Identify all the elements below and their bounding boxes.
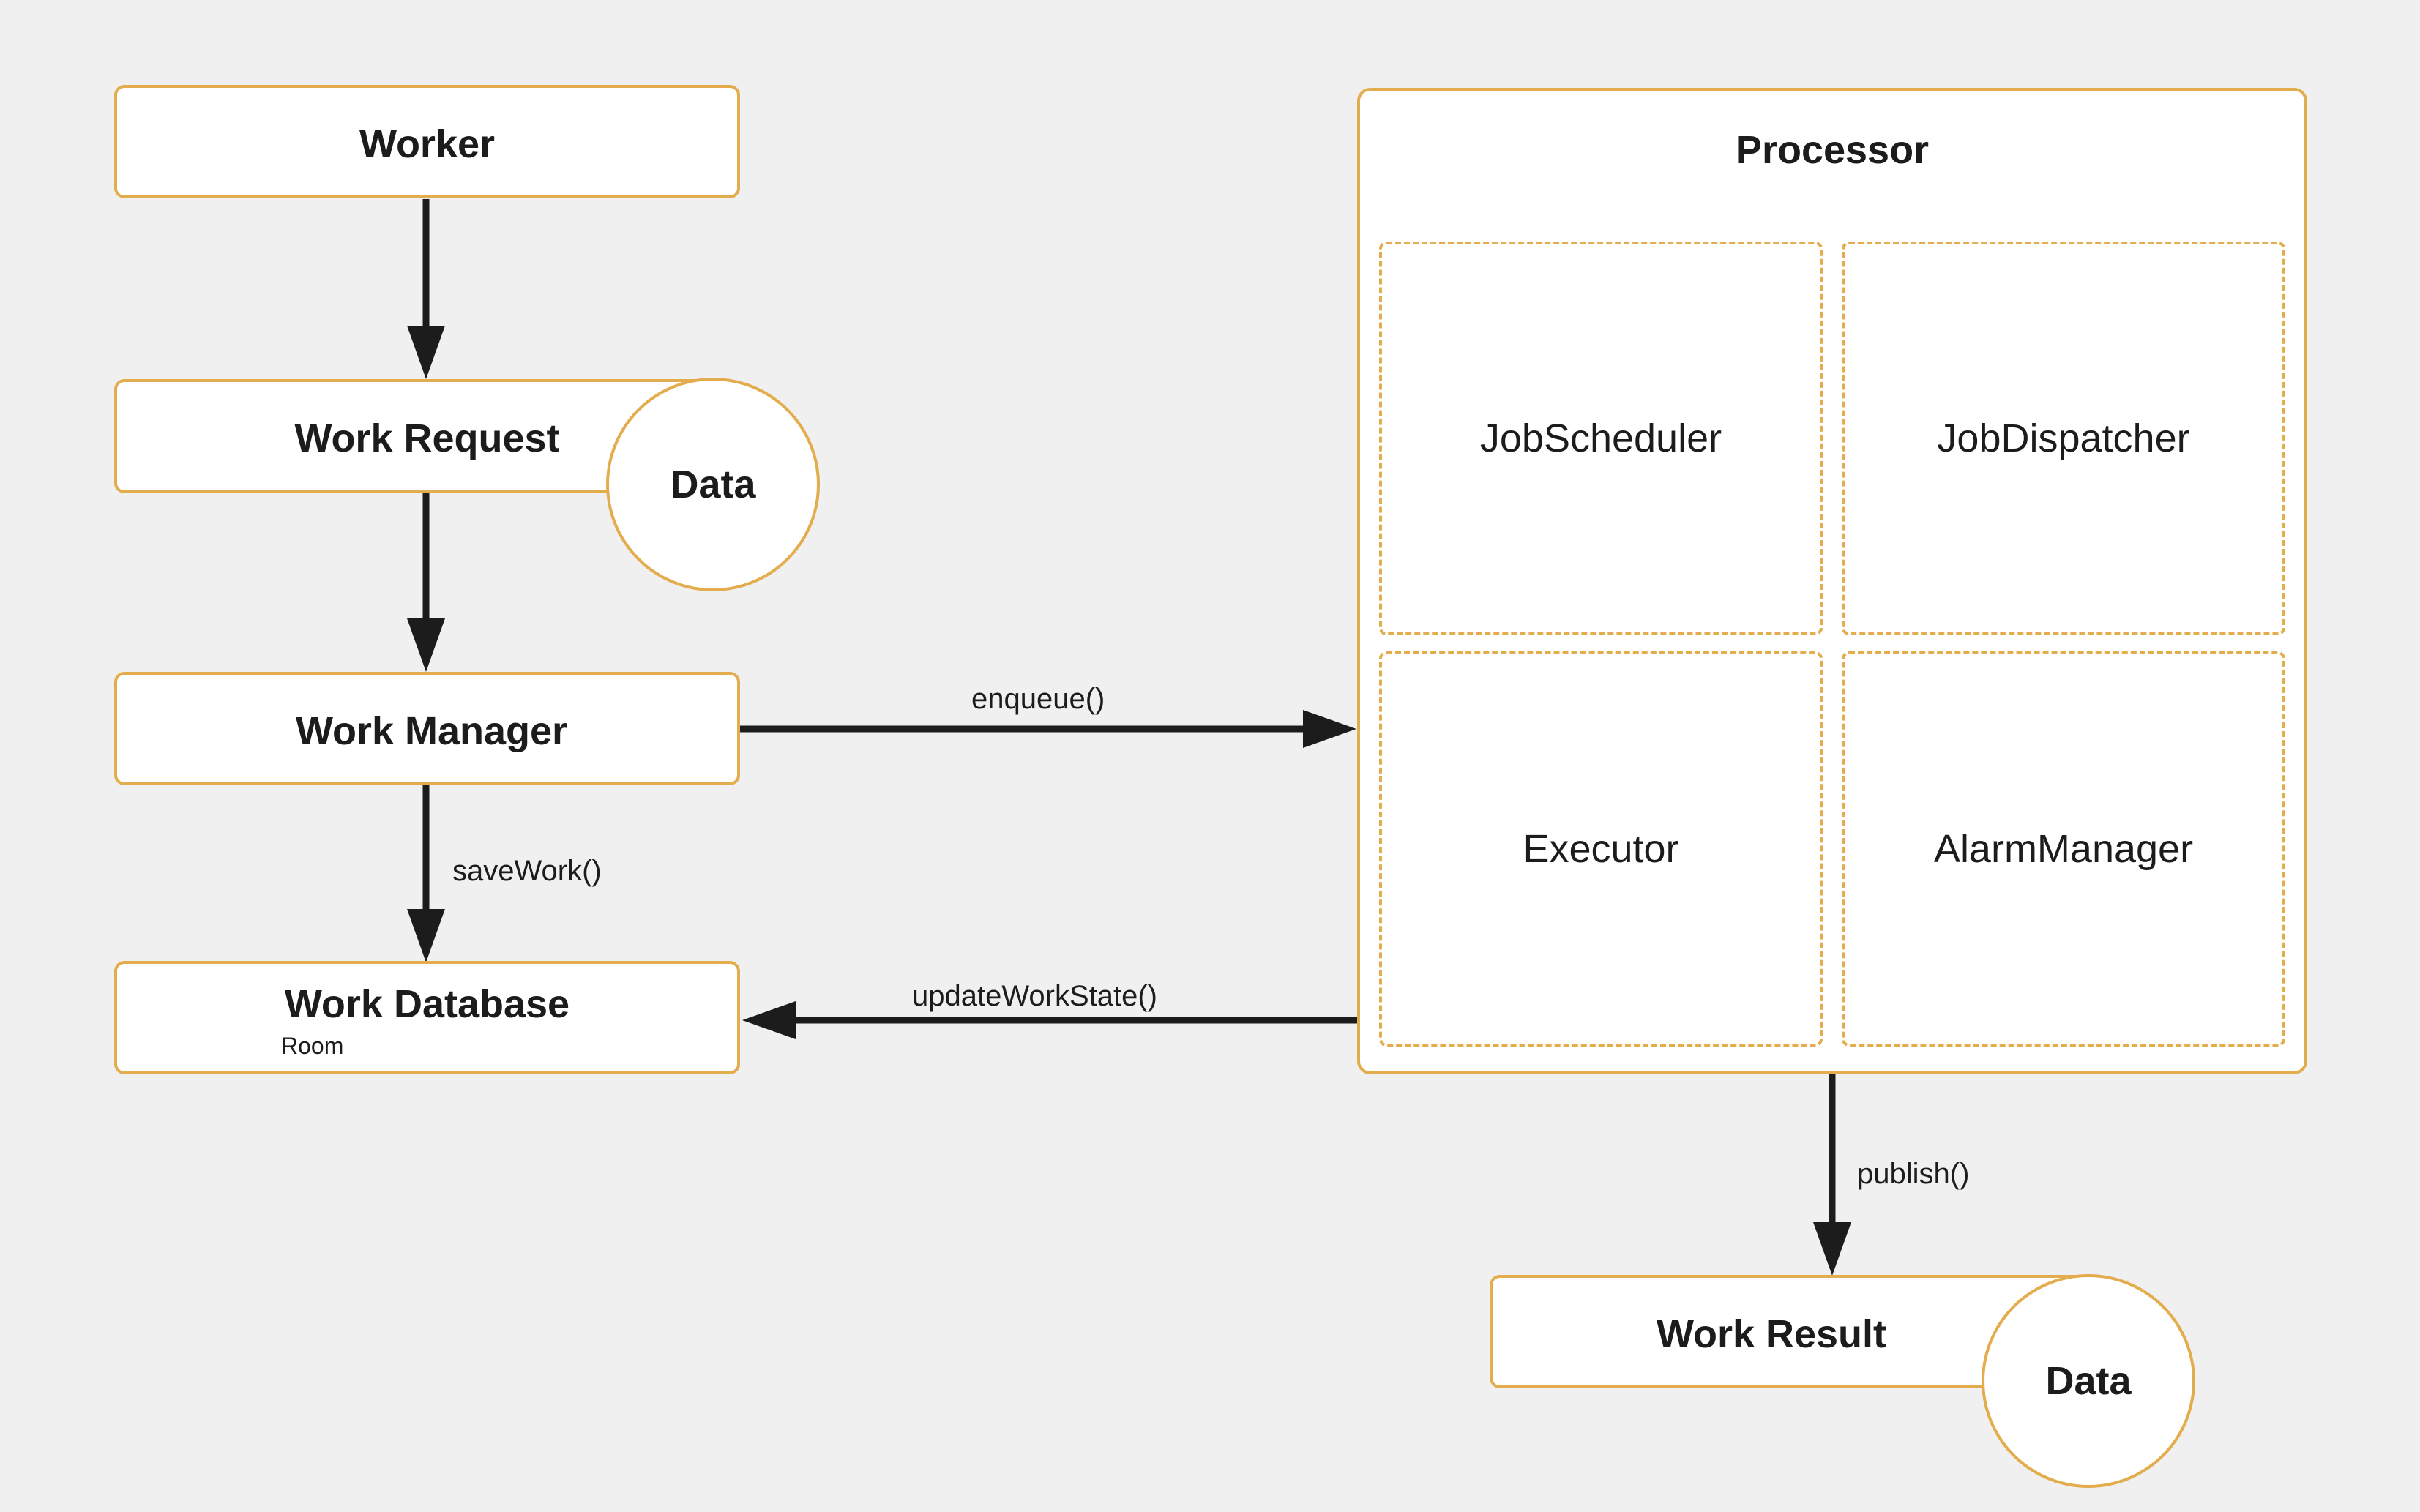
job-dispatcher-cell: JobDispatcher [1842, 242, 2285, 635]
processor-label: Processor [1735, 128, 1930, 172]
work-database-node: Work Database Room [114, 961, 740, 1074]
arrowhead-processor-to-database [742, 1001, 796, 1039]
worker-node: Worker [114, 85, 740, 198]
work-result-data-circle: Data [1982, 1274, 2195, 1488]
publish-label: publish() [1857, 1158, 1970, 1190]
save-work-label: saveWork() [452, 855, 602, 887]
work-request-data-circle: Data [606, 378, 820, 591]
work-database-sublabel: Room [281, 1033, 344, 1059]
worker-label: Worker [359, 122, 496, 166]
arrowhead-manager-to-processor [1303, 710, 1356, 748]
executor-label: Executor [1523, 827, 1679, 871]
work-result-data-label: Data [2045, 1359, 2132, 1403]
arrowhead-request-to-manager [407, 618, 445, 672]
work-request-label: Work Request [294, 416, 560, 460]
job-dispatcher-label: JobDispatcher [1937, 416, 2190, 460]
work-database-label: Work Database [284, 982, 570, 1026]
work-result-label: Work Result [1656, 1312, 1887, 1356]
arrowhead-processor-to-result [1813, 1222, 1851, 1276]
arrowhead-worker-to-request [407, 326, 445, 379]
update-work-state-label: updateWorkState() [912, 980, 1157, 1012]
processor-node: Processor [1357, 88, 2307, 1074]
work-manager-label: Work Manager [295, 709, 568, 753]
work-request-data-label: Data [670, 463, 756, 506]
alarm-manager-cell: AlarmManager [1842, 651, 2285, 1047]
arrowhead-manager-to-database [407, 909, 445, 962]
work-manager-node: Work Manager [114, 672, 740, 785]
job-scheduler-cell: JobScheduler [1379, 242, 1823, 635]
alarm-manager-label: AlarmManager [1933, 827, 2194, 871]
executor-cell: Executor [1379, 651, 1823, 1047]
job-scheduler-label: JobScheduler [1479, 416, 1722, 460]
enqueue-label: enqueue() [971, 683, 1105, 715]
